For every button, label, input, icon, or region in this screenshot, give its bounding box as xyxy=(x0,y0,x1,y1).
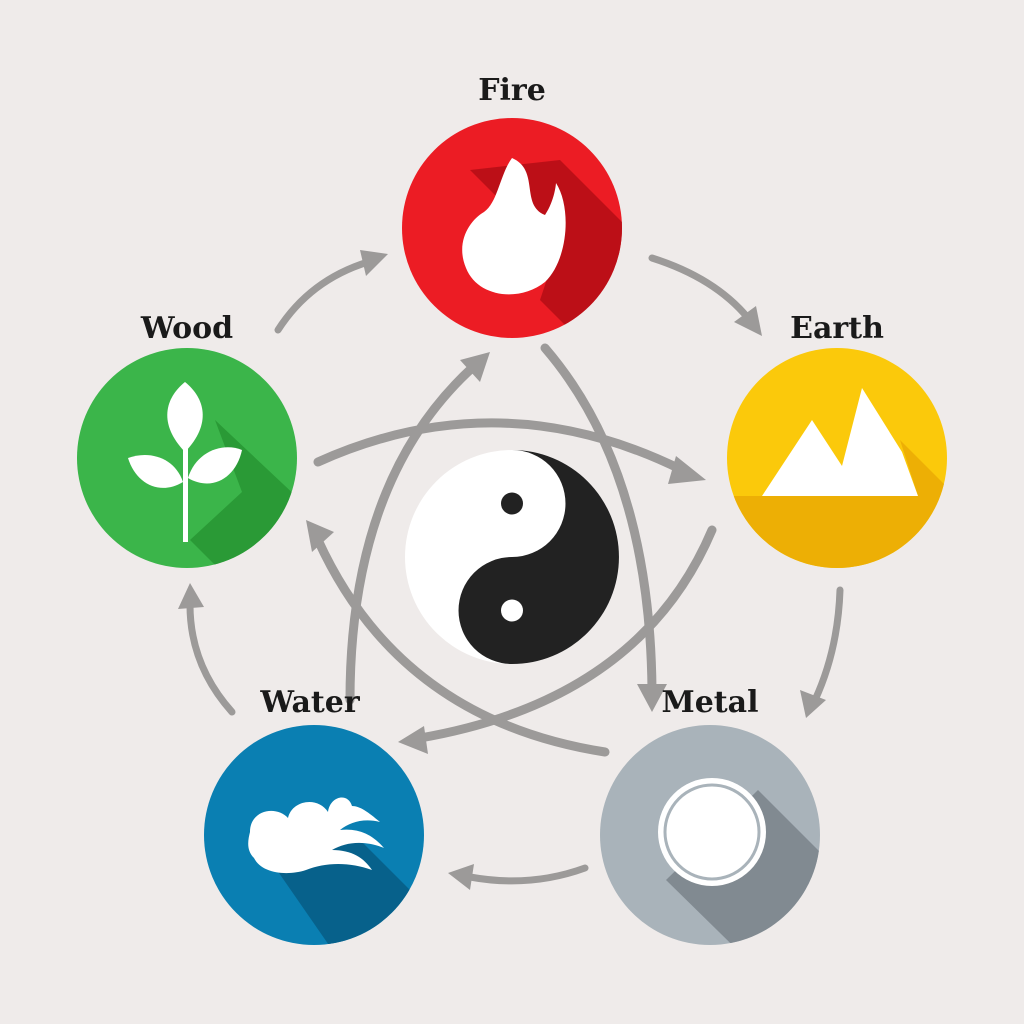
arrow-fire-to-earth xyxy=(648,254,752,322)
arrow-wood-to-fire xyxy=(274,258,372,334)
ring-icon xyxy=(658,778,766,886)
arrow-water-to-wood xyxy=(186,601,236,716)
element-label-metal: Metal xyxy=(662,685,759,720)
water-node: Water xyxy=(204,685,424,945)
element-label-earth: Earth xyxy=(790,311,884,346)
element-label-fire: Fire xyxy=(478,73,546,108)
arrow-metal-to-water xyxy=(466,864,589,885)
arrowhead-water-to-fire xyxy=(460,352,490,382)
arrowhead-wood-to-earth xyxy=(668,456,706,484)
leaf-icon xyxy=(128,382,242,542)
arrowhead-wood-to-fire xyxy=(360,250,388,276)
metal-node: Metal xyxy=(600,685,820,945)
arrowhead-earth-to-water xyxy=(398,726,428,754)
arrow-water-to-fire xyxy=(345,363,477,705)
wood-node: Wood xyxy=(77,311,297,568)
element-label-water: Water xyxy=(259,685,360,720)
arrowhead-fire-to-earth xyxy=(734,306,762,336)
arrow-fire-to-metal xyxy=(540,343,657,695)
arrow-metal-to-wood xyxy=(313,535,610,757)
yin-yang-icon xyxy=(405,450,619,664)
arrow-earth-to-water xyxy=(415,525,717,743)
arrowhead-water-to-wood xyxy=(178,583,204,609)
generating-cycle-arrows xyxy=(178,250,844,890)
element-label-wood: Wood xyxy=(140,311,233,346)
fire-node: Fire xyxy=(402,73,622,338)
arrowhead-metal-to-wood xyxy=(306,520,334,552)
arrow-earth-to-metal xyxy=(811,586,844,704)
earth-node: Earth xyxy=(727,311,947,568)
flame-icon xyxy=(462,158,566,295)
arrowhead-fire-to-metal xyxy=(637,684,667,712)
wave-icon xyxy=(248,797,384,874)
arrowhead-metal-to-water xyxy=(448,864,474,890)
mountain-icon xyxy=(762,388,918,496)
arrowhead-earth-to-metal xyxy=(800,690,826,718)
arrow-wood-to-earth xyxy=(313,418,687,475)
overcoming-cycle-arrows xyxy=(306,343,717,757)
